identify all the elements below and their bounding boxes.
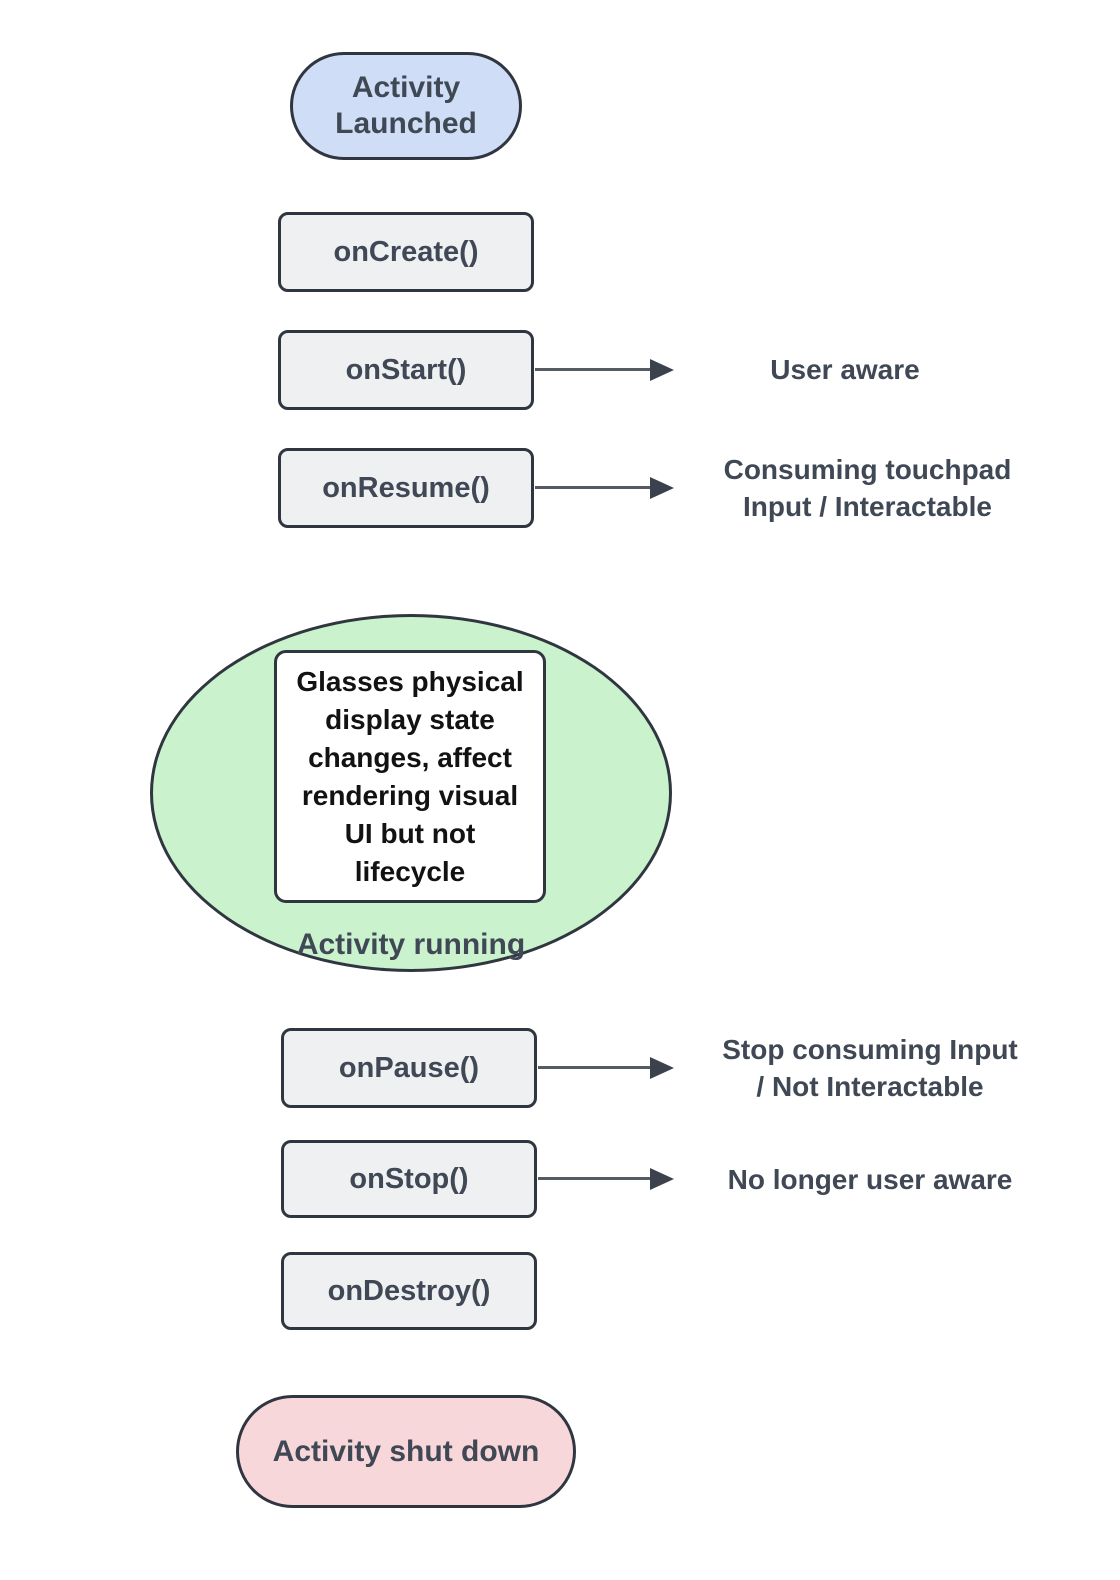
annotation-text: No longer user aware xyxy=(727,1164,1013,1195)
arrow-line-onpause xyxy=(538,1066,651,1069)
arrow-line-onresume xyxy=(535,486,651,489)
annotation-text: User aware xyxy=(770,354,920,385)
arrow-right-icon xyxy=(650,359,674,381)
annotation-user-aware: User aware xyxy=(695,351,995,388)
node-label: Launched xyxy=(335,107,477,140)
arrow-right-icon xyxy=(650,1057,674,1079)
note-text: lifecycle xyxy=(354,855,466,887)
node-label: onStop() xyxy=(349,1162,469,1195)
note-text: rendering visual xyxy=(301,779,519,811)
annotation-text: Stop consuming Input xyxy=(722,1034,1018,1065)
arrow-right-icon xyxy=(650,1168,674,1190)
annotation-text: Consuming touchpad xyxy=(723,454,1012,485)
note-text: changes, affect xyxy=(308,741,512,773)
arrow-right-icon xyxy=(650,477,674,499)
node-onresume: onResume() xyxy=(278,448,534,528)
node-label: onStart() xyxy=(345,353,467,386)
node-activity-shut-down: Activity shut down xyxy=(236,1395,576,1508)
node-onstart: onStart() xyxy=(278,330,534,410)
activity-running-label: Activity running xyxy=(296,928,526,961)
note-text: UI but not xyxy=(344,817,476,849)
node-label: onResume() xyxy=(322,471,490,504)
node-activity-launched: Activity Launched xyxy=(290,52,522,160)
node-label: Activity shut down xyxy=(272,1434,540,1468)
arrow-line-onstart xyxy=(535,368,651,371)
node-oncreate: onCreate() xyxy=(278,212,534,292)
annotation-text: Input / Interactable xyxy=(743,491,992,522)
node-onstop: onStop() xyxy=(281,1140,537,1218)
annotation-text: / Not Interactable xyxy=(756,1071,984,1102)
annotation-stop-consuming: Stop consuming Input / Not Interactable xyxy=(690,1031,1050,1105)
node-label: onCreate() xyxy=(333,235,479,268)
node-label: onDestroy() xyxy=(327,1274,491,1307)
node-label: Activity xyxy=(351,71,461,104)
annotation-no-longer-aware: No longer user aware xyxy=(690,1161,1050,1198)
node-onpause: onPause() xyxy=(281,1028,537,1108)
node-label: onPause() xyxy=(338,1051,480,1084)
note-text: display state xyxy=(325,703,495,735)
arrow-line-onstop xyxy=(538,1177,651,1180)
node-ondestroy: onDestroy() xyxy=(281,1252,537,1330)
running-note-box: Glasses physical display state changes, … xyxy=(274,650,546,903)
note-text: Glasses physical xyxy=(296,665,524,697)
annotation-consuming-touchpad: Consuming touchpad Input / Interactable xyxy=(690,451,1045,525)
